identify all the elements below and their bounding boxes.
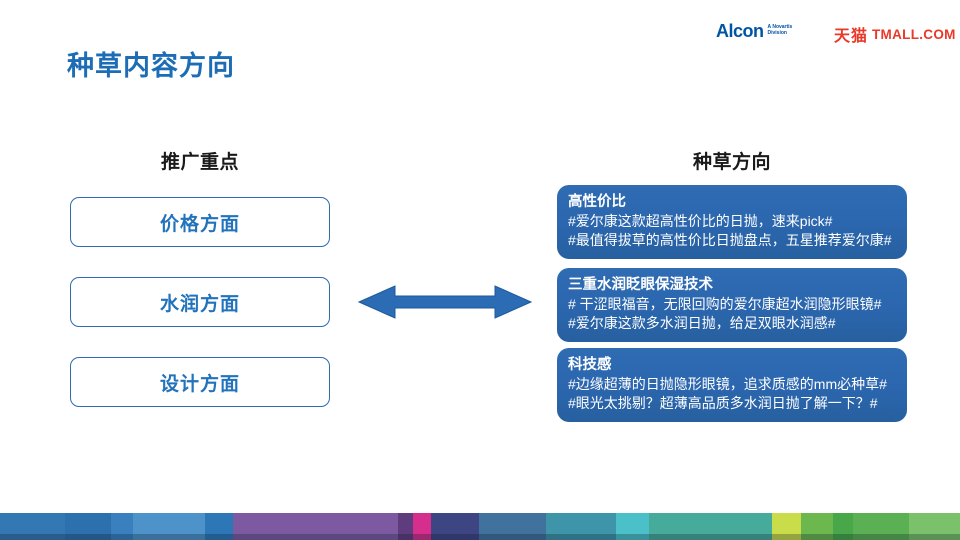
- alcon-division-text: A Novartis Division: [767, 24, 793, 36]
- stripe-block: [0, 513, 65, 540]
- page-title: 种草内容方向: [67, 51, 235, 81]
- stripe-block: [772, 513, 801, 540]
- seeding-card-hashtag: #边缘超薄的日抛隐形眼镜，追求质感的mm必种草#: [568, 376, 887, 392]
- stripe-block: [853, 513, 909, 540]
- alcon-logo: Alcon A Novartis Division: [716, 22, 792, 40]
- stripe-block: [431, 513, 479, 540]
- alcon-wordmark: Alcon: [716, 21, 764, 41]
- alcon-division-line2: Division: [767, 29, 787, 36]
- stripe-block: [546, 513, 616, 540]
- double-arrow-shape: [357, 285, 533, 319]
- stripe-block: [616, 513, 649, 540]
- stripe-block: [479, 513, 546, 540]
- stripe-block: [909, 513, 960, 540]
- tmall-cn-wordmark: 天猫: [834, 28, 869, 45]
- promo-box-price-label: 价格方面: [159, 213, 240, 235]
- tmall-en-wordmark: TMALL.COM: [872, 26, 956, 42]
- seeding-card-title: 科技感: [568, 357, 612, 373]
- stripe-block: [833, 513, 853, 540]
- seeding-card-hashtag: #爱尔康这款多水润日抛，给足双眼水润感#: [568, 315, 836, 331]
- seeding-card-title: 高性价比: [568, 194, 626, 210]
- promo-box-price: 价格方面: [70, 197, 330, 247]
- tmall-logo: 天猫 TMALL.COM: [834, 22, 956, 46]
- double-arrow-icon: [357, 285, 533, 319]
- alcon-division-line1: A Novartis: [767, 24, 793, 30]
- seeding-card-value: 高性价比 #爱尔康这款超高性价比的日抛，速来pick# #最值得拔草的高性价比日…: [557, 185, 907, 259]
- stripe-block: [65, 513, 111, 540]
- promo-box-design: 设计方面: [70, 357, 330, 407]
- stripe-block: [801, 513, 833, 540]
- seeding-card-hashtag: #眼光太挑剔？超薄高品质多水润日抛了解一下？#: [568, 395, 878, 411]
- promo-box-moisture: 水润方面: [70, 277, 330, 327]
- seeding-card-moisture: 三重水润眨眼保湿技术 # 干涩眼福音，无限回购的爱尔康超水润隐形眼镜# #爱尔康…: [557, 268, 907, 342]
- seeding-card-hashtag: # 干涩眼福音，无限回购的爱尔康超水润隐形眼镜#: [568, 296, 882, 312]
- seeding-card-title: 三重水润眨眼保湿技术: [568, 277, 713, 293]
- promo-box-design-label: 设计方面: [159, 373, 240, 395]
- stripe-block: [398, 513, 413, 540]
- seeding-card-hashtag: #爱尔康这款超高性价比的日抛，速来pick#: [568, 213, 833, 229]
- footer-stripe: [0, 513, 960, 540]
- right-column-header: 种草方向: [692, 152, 771, 173]
- seeding-card-hashtag: #最值得拔草的高性价比日抛盘点，五星推荐爱尔康#: [568, 232, 892, 248]
- seeding-card-tech: 科技感 #边缘超薄的日抛隐形眼镜，追求质感的mm必种草# #眼光太挑剔？超薄高品…: [557, 348, 907, 422]
- promo-box-moisture-label: 水润方面: [159, 293, 240, 315]
- left-column-header: 推广重点: [160, 152, 239, 173]
- stripe-block: [413, 513, 431, 540]
- stripe-block: [133, 513, 205, 540]
- stripe-block: [111, 513, 133, 540]
- stripe-block: [233, 513, 398, 540]
- stripe-block: [205, 513, 233, 540]
- stripe-block: [649, 513, 772, 540]
